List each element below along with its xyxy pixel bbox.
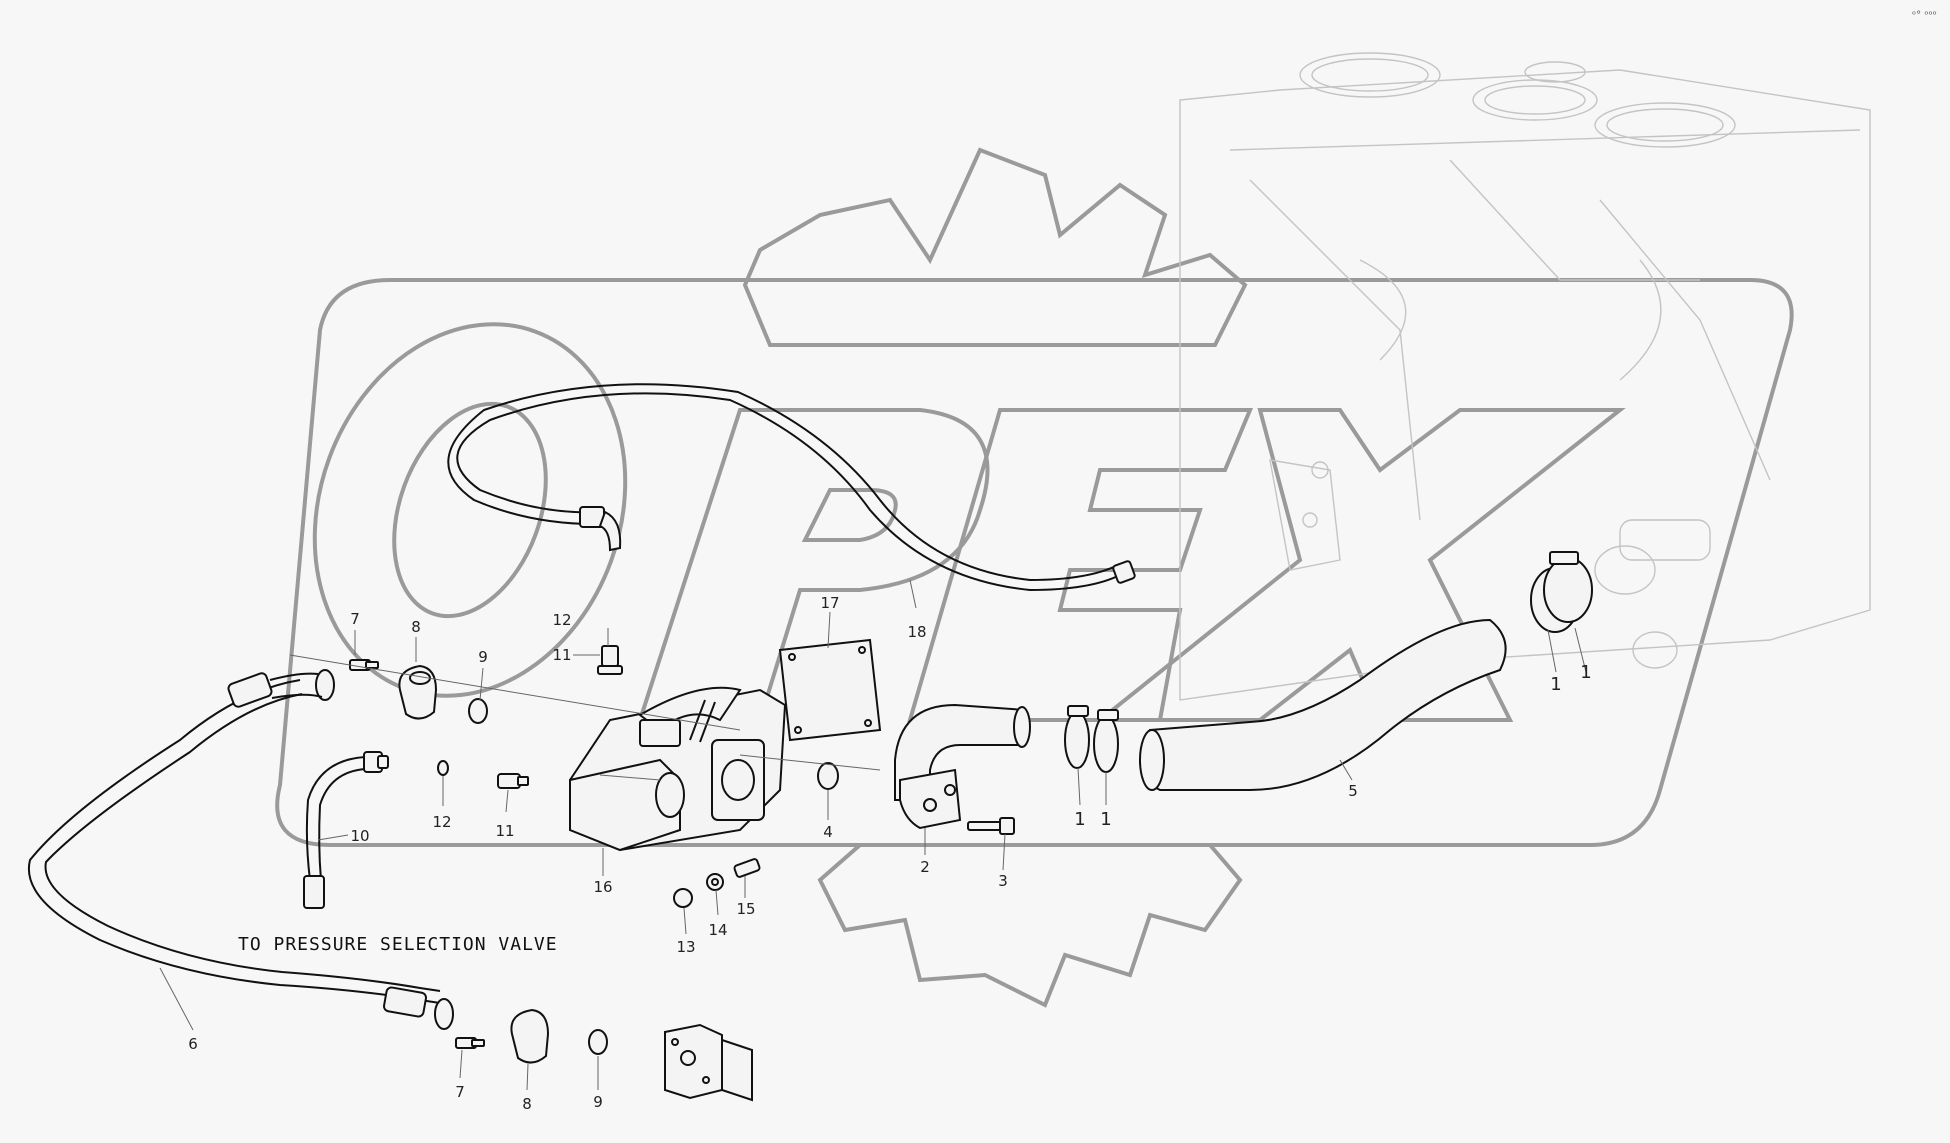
callout-4: 4 — [823, 823, 833, 841]
callout-8: 8 — [522, 1095, 532, 1113]
fitting-top — [597, 645, 623, 675]
bolt-3 — [967, 817, 1015, 835]
callout-1: 1 — [1580, 662, 1591, 683]
callout-3: 3 — [998, 872, 1008, 890]
watermark-gear — [742, 147, 1248, 347]
fasteners-13-15 — [673, 858, 761, 908]
callout-11: 11 — [552, 646, 571, 664]
callout-15: 15 — [736, 900, 755, 918]
callout-10: 10 — [350, 827, 369, 845]
watermark-logo — [275, 147, 1794, 1008]
pressure-valve-note: TO PRESSURE SELECTION VALVE — [238, 934, 558, 955]
callout-12: 12 — [432, 813, 451, 831]
corner-mark: ᵒ° ᵒᵒᵒ — [1912, 10, 1937, 21]
watermark-letter-p — [637, 408, 990, 722]
elbow-2 — [894, 703, 1031, 830]
callout-9: 9 — [593, 1093, 603, 1111]
callout-16: 16 — [593, 878, 612, 896]
flange-set-upper — [349, 659, 488, 724]
background-tank — [1179, 52, 1871, 701]
callout-5: 5 — [1348, 782, 1358, 800]
callout-8: 8 — [411, 618, 421, 636]
leader-lines — [159, 579, 1587, 1091]
callout-9: 9 — [478, 648, 488, 666]
clamps-1-lower — [1064, 705, 1119, 773]
pump-16 — [569, 686, 787, 852]
callout-7: 7 — [455, 1083, 465, 1101]
seal-4 — [817, 762, 839, 790]
callout-7: 7 — [350, 610, 360, 628]
callout-1: 1 — [1100, 809, 1111, 830]
callout-2: 2 — [920, 858, 930, 876]
callout-17: 17 — [820, 594, 839, 612]
hose-10 — [303, 751, 389, 909]
callout-11: 11 — [495, 822, 514, 840]
hose-5 — [1138, 618, 1507, 791]
callout-labels: 7 8 9 12 11 17 18 1 1 1 1 12 11 10 16 4 … — [188, 594, 1592, 1113]
callout-13: 13 — [676, 938, 695, 956]
watermark-letter-o-inner — [392, 401, 548, 619]
watermark-letter-e — [907, 408, 1253, 722]
watermark-band — [275, 278, 1794, 847]
seal-connector-mid — [437, 760, 529, 789]
callout-12: 12 — [552, 611, 571, 629]
watermark-letter-x — [1094, 408, 1626, 722]
plate-17 — [778, 638, 882, 742]
callout-6: 6 — [188, 1035, 198, 1053]
callout-14: 14 — [708, 921, 727, 939]
callout-18: 18 — [907, 623, 926, 641]
clamps-1-upper — [1530, 551, 1593, 633]
callout-1: 1 — [1074, 809, 1085, 830]
watermark-gear-bottom — [817, 843, 1243, 1008]
hose-18 — [447, 383, 1136, 592]
callout-1: 1 — [1550, 674, 1561, 695]
hose-6 — [27, 669, 454, 1030]
flange-set-lower — [455, 1008, 753, 1102]
